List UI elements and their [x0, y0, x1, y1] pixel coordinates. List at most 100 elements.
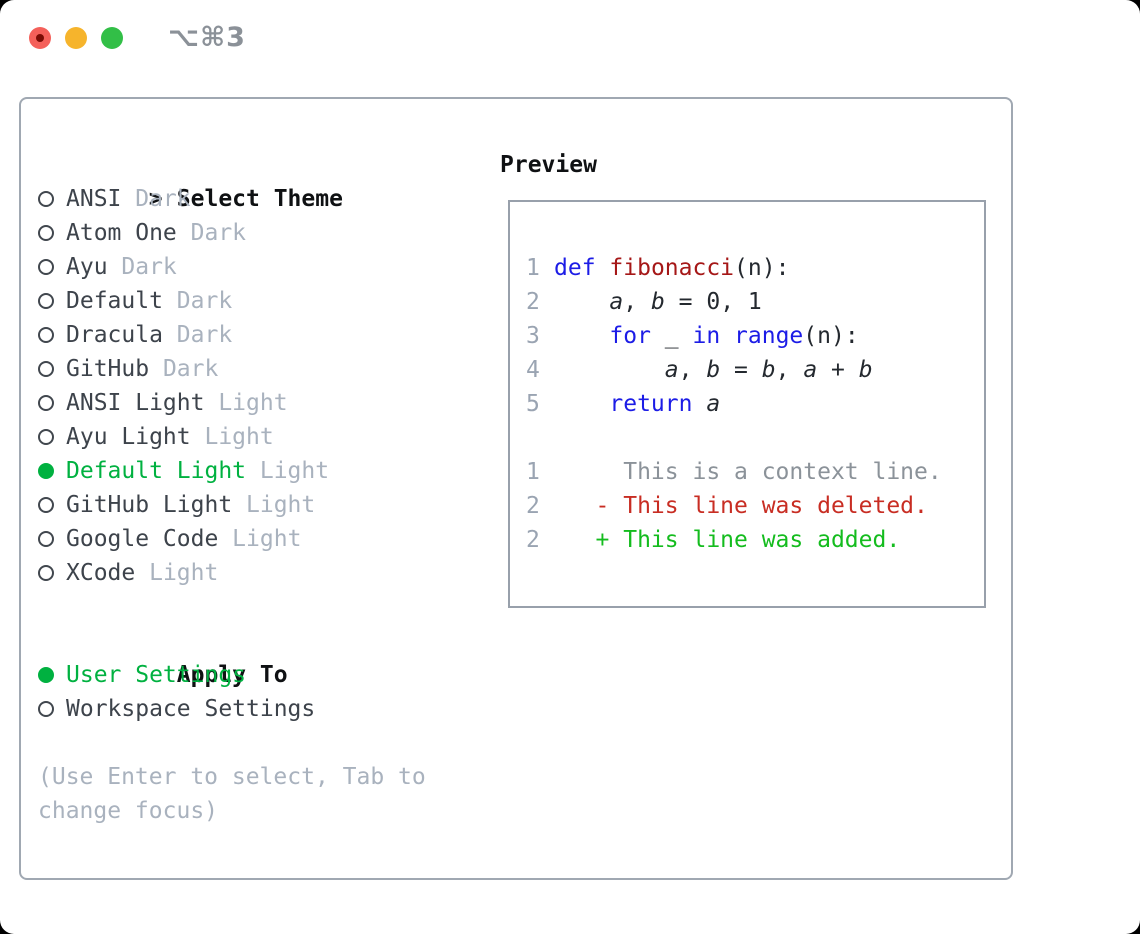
theme-name: Default: [66, 288, 163, 314]
code-token: +: [817, 357, 859, 383]
diff-line-deleted: 2 - This line was deleted.: [526, 489, 984, 523]
theme-item-ayu[interactable]: Ayu Dark: [38, 250, 478, 284]
theme-item-default[interactable]: Default Dark: [38, 284, 478, 318]
line-number: 3: [526, 323, 540, 349]
radio-icon: [38, 420, 66, 454]
theme-variant-label: Dark: [149, 356, 219, 382]
diff-line-context: 1 This is a context line.: [526, 455, 984, 489]
radio-icon: [38, 284, 66, 318]
close-button[interactable]: [29, 27, 51, 49]
theme-variant-label: Dark: [162, 322, 233, 348]
code-token: a: [706, 391, 721, 417]
apply-to-header: Apply To: [38, 624, 478, 688]
apply-option-label: User Settings: [66, 662, 247, 688]
code-token: def: [554, 255, 596, 281]
radio-icon: [38, 182, 66, 216]
zoom-button[interactable]: [101, 27, 123, 49]
code-token: b: [650, 289, 665, 315]
radio-icon: [38, 556, 66, 590]
theme-variant-label: Light: [246, 458, 330, 484]
line-number: 2: [526, 289, 540, 315]
code-token: [596, 255, 610, 281]
theme-item-github-light[interactable]: GitHub Light Light: [38, 488, 478, 522]
theme-item-atom-one[interactable]: Atom One Dark: [38, 216, 478, 250]
code-token: in: [692, 323, 721, 349]
theme-name: XCode: [66, 560, 136, 586]
select-theme-header: >Select Theme: [38, 148, 478, 212]
diff-text: - This line was deleted.: [554, 493, 928, 519]
hint-text: (Use Enter to select, Tab to change focu…: [38, 764, 426, 824]
theme-item-xcode[interactable]: XCode Light: [38, 556, 478, 590]
line-number: 1: [526, 255, 540, 281]
theme-name: Ayu: [66, 254, 108, 280]
radio-selected-icon: [38, 454, 66, 488]
code-token: [720, 323, 734, 349]
theme-name: ANSI Light: [66, 390, 205, 416]
preview-title: Preview: [500, 152, 597, 178]
theme-item-ayu-light[interactable]: Ayu Light Light: [38, 420, 478, 454]
radio-selected-icon: [38, 658, 66, 692]
minimize-button[interactable]: [65, 27, 87, 49]
diff-line-added: 2 + This line was added.: [526, 523, 984, 557]
code-token: =: [720, 357, 762, 383]
code-token: for: [609, 323, 651, 349]
theme-name: Default Light: [66, 458, 247, 484]
theme-item-github[interactable]: GitHub Dark: [38, 352, 478, 386]
apply-option-label: Workspace Settings: [66, 696, 316, 722]
apply-option-user-settings[interactable]: User Settings: [38, 658, 478, 692]
theme-item-default-light[interactable]: Default Light Light: [38, 454, 478, 488]
theme-item-ansi[interactable]: ANSI Dark: [38, 182, 478, 216]
theme-name: ANSI: [66, 186, 122, 212]
line-number: 5: [526, 391, 540, 417]
code-line: 2 a, b = 0, 1: [526, 285, 984, 319]
theme-variant-label: Light: [135, 560, 219, 586]
apply-option-workspace-settings[interactable]: Workspace Settings: [38, 692, 478, 726]
radio-icon: [38, 352, 66, 386]
diff-text: This is a context line.: [554, 459, 942, 485]
line-number: 4: [526, 357, 540, 383]
code-token: a: [609, 289, 624, 315]
line-number: 2: [526, 493, 540, 519]
diff-text: + This line was added.: [554, 527, 901, 553]
theme-name: Dracula: [66, 322, 163, 348]
radio-icon: [38, 522, 66, 556]
code-token: ,: [623, 289, 651, 315]
unsaved-dot-icon: [36, 34, 44, 42]
code-token: [554, 357, 665, 383]
code-token: a: [803, 357, 818, 383]
theme-item-dracula[interactable]: Dracula Dark: [38, 318, 478, 352]
theme-name: Google Code: [66, 526, 219, 552]
code-token: [554, 391, 609, 417]
keyboard-shortcut-label: ⌥⌘3: [168, 22, 246, 53]
code-token: b: [706, 357, 721, 383]
code-token: [554, 323, 609, 349]
theme-name: Atom One: [66, 220, 177, 246]
blank-line: [526, 421, 984, 455]
spacer: [38, 590, 478, 624]
theme-item-google-code[interactable]: Google Code Light: [38, 522, 478, 556]
code-token: (n):: [734, 255, 790, 281]
code-token: return: [609, 391, 693, 417]
spacer: [38, 726, 478, 760]
code-token: (n):: [803, 323, 859, 349]
theme-name: GitHub: [66, 356, 150, 382]
code-token: = 0, 1: [664, 289, 762, 315]
radio-icon: [38, 216, 66, 250]
code-token: ,: [775, 357, 804, 383]
theme-variant-label: Dark: [176, 220, 247, 246]
theme-item-ansi-light[interactable]: ANSI Light Light: [38, 386, 478, 420]
code-token: b: [761, 357, 776, 383]
radio-icon: [38, 318, 66, 352]
theme-variant-label: Light: [190, 424, 274, 450]
titlebar: ⌥⌘3: [0, 0, 1140, 80]
code-token: a: [664, 357, 679, 383]
code-token: _: [650, 323, 693, 349]
theme-variant-label: Dark: [162, 288, 233, 314]
theme-variant-label: Light: [204, 390, 288, 416]
radio-icon: [38, 386, 66, 420]
